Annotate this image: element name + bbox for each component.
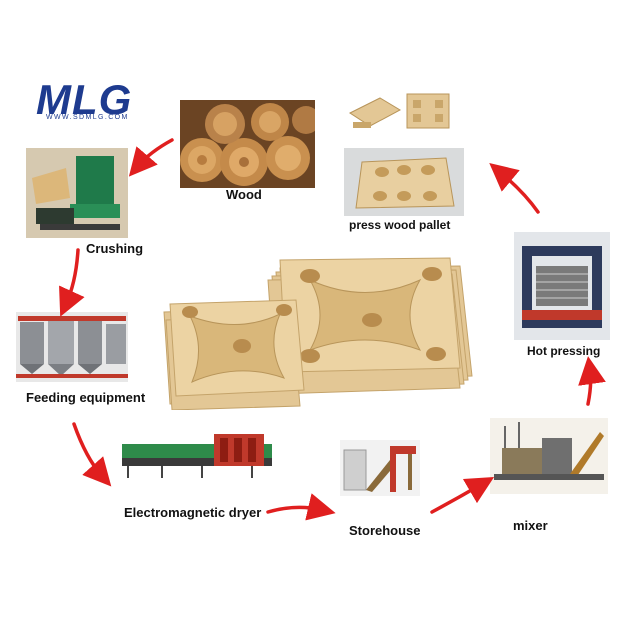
label-storehouse: Storehouse bbox=[349, 523, 421, 538]
label-crushing: Crushing bbox=[86, 241, 144, 256]
feeding-equipment-image bbox=[16, 312, 128, 382]
arrow-wood-to-crushing bbox=[128, 138, 174, 177]
label-electromagnetic-dryer: Electromagnetic dryer bbox=[124, 505, 262, 520]
mixer-image bbox=[490, 418, 608, 494]
arrow-crushing-to-feeding bbox=[59, 248, 85, 317]
wood-logs-image bbox=[180, 100, 315, 188]
label-hot-pressing: Hot pressing bbox=[527, 344, 601, 358]
label-feeding-equipment: Feeding equipment bbox=[26, 390, 146, 405]
storehouse-image bbox=[340, 440, 420, 496]
arrow-dryer-to-storehouse bbox=[266, 493, 336, 521]
central-pallet-stack-image bbox=[163, 257, 473, 410]
label-wood: Wood bbox=[226, 187, 262, 202]
mlg-logo: MLG bbox=[36, 76, 133, 123]
arrow-hot-pressing-to-pallet bbox=[489, 163, 540, 214]
arrow-mixer-to-hot-pressing bbox=[578, 356, 606, 406]
logo-url: WWW.SDMLG.COM bbox=[46, 114, 129, 121]
arrow-storehouse-to-mixer bbox=[430, 476, 495, 514]
press-wood-pallet-image bbox=[344, 148, 464, 216]
hot-pressing-image bbox=[514, 232, 610, 340]
label-press-wood-pallet: press wood pallet bbox=[349, 218, 451, 232]
arrow-feeding-to-dryer bbox=[72, 422, 112, 487]
electromagnetic-dryer-image bbox=[122, 434, 272, 478]
label-mixer: mixer bbox=[513, 518, 548, 533]
small-pallets-image bbox=[348, 93, 450, 129]
crushing-machine-image bbox=[26, 148, 128, 238]
